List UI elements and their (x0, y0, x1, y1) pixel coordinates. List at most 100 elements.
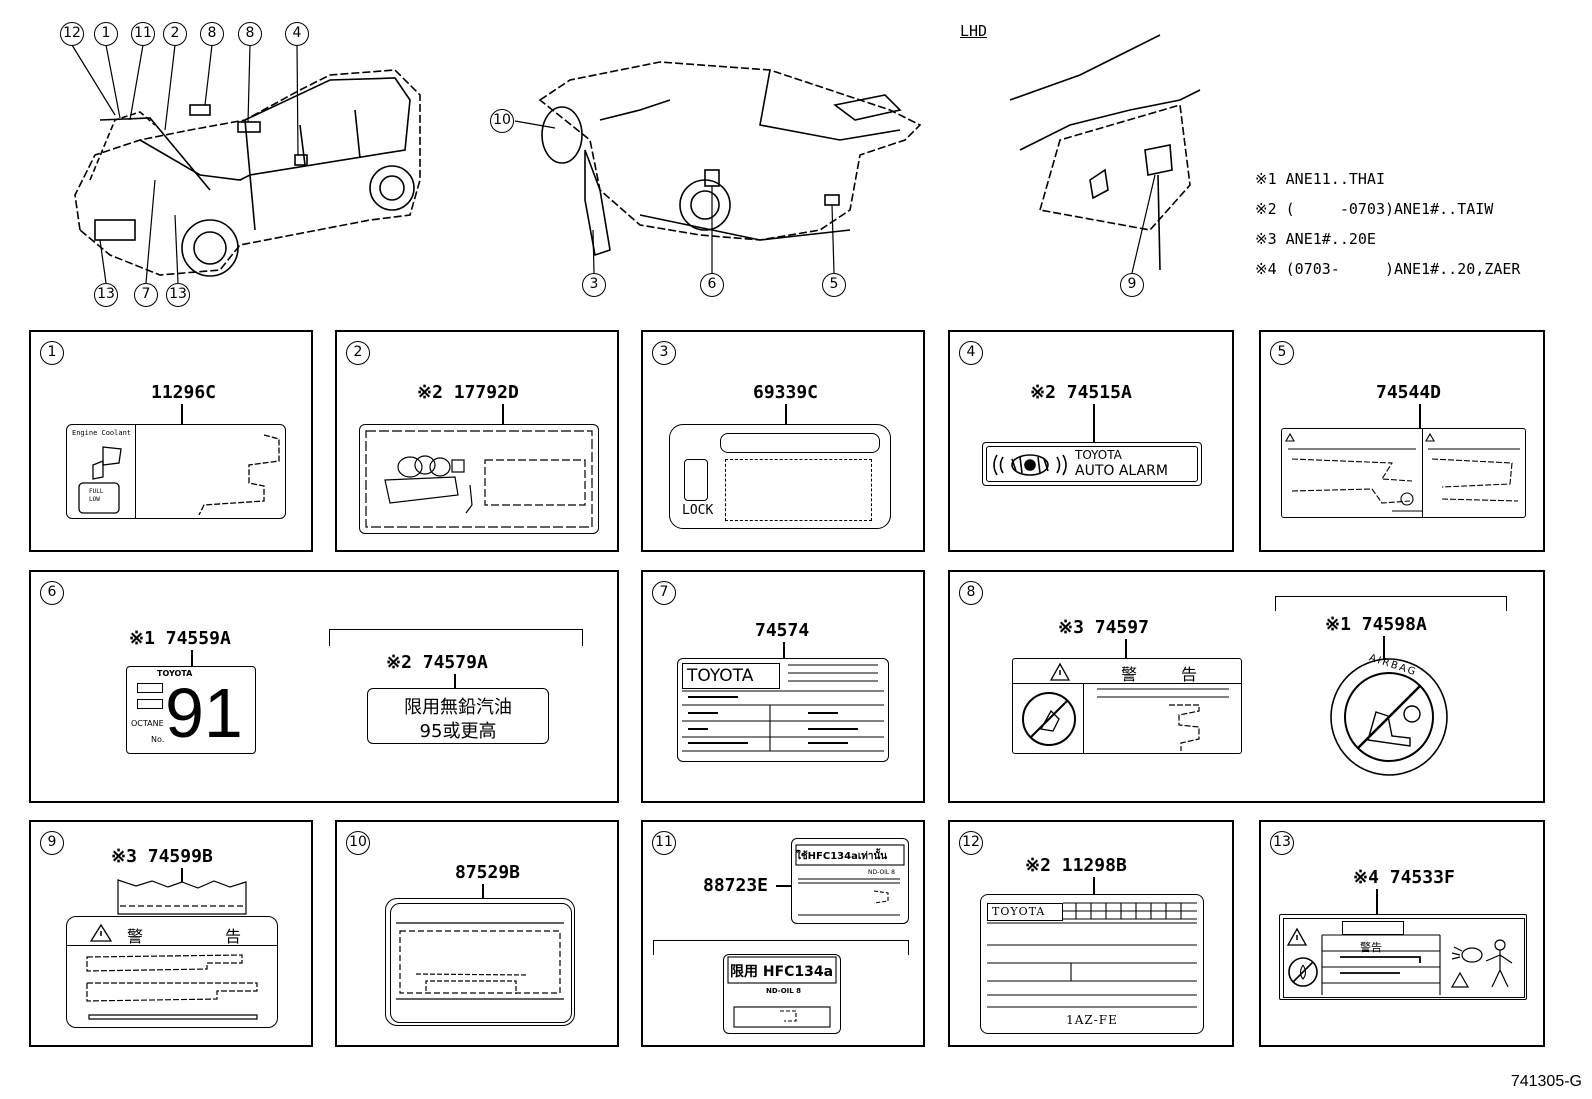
warning-triangle-icon (89, 923, 113, 942)
unleaded-line1: 限用無鉛汽油 (404, 697, 512, 718)
callout-12-top: 12 (60, 22, 84, 46)
child-lock-label: LOCK (669, 424, 891, 529)
panel-2: 2 ※2 17792D (335, 330, 619, 552)
airbag-disc-label (1330, 658, 1448, 776)
airbag-warning-char1: 警 (1121, 665, 1138, 684)
engine-spec-brand-box: TOYOTA (987, 903, 1063, 921)
battery-warning-triangle-icon (1286, 927, 1308, 946)
vehicle-id-brand-box: TOYOTA (682, 663, 780, 689)
thai-refrigerant-oil: ND-OIL 8 (868, 869, 895, 876)
leader-line (181, 868, 183, 882)
coolant-full-mark: FULL (89, 488, 104, 495)
battery-explosion-icon (1450, 939, 1513, 988)
engine-spec-label: TOYOTA 1AZ-FE (980, 894, 1204, 1034)
panel-12-part-number: ※2 11298B (1025, 855, 1127, 876)
variant-bracket (329, 629, 583, 646)
panel-5-number: 5 (1270, 341, 1294, 365)
callout-8-top-a: 8 (200, 22, 224, 46)
panel-1-part-number: 11296C (151, 382, 217, 403)
leader-line (502, 404, 504, 426)
panel-2-part-number: ※2 17792D (417, 382, 519, 403)
vehicle-warning-char1: 警 (127, 927, 144, 946)
engine-spec-brand: TOYOTA (992, 905, 1046, 918)
child-seat-warning-icon (1022, 692, 1076, 746)
tire-jack-label (1281, 428, 1526, 518)
panel-12: 12 ※2 11298B TOYOTA 1AZ-FE (948, 820, 1234, 1047)
leader-line (181, 404, 183, 426)
note-2: ※2 ( -0703)ANE1#..TAIW (1255, 200, 1494, 218)
emission-label (359, 424, 599, 534)
leader-line (1125, 639, 1127, 659)
engine-diagram-icon (365, 430, 593, 528)
panel-12-number: 12 (959, 831, 983, 855)
auto-alarm-label: TOYOTA AUTO ALARM (982, 442, 1202, 486)
airbag-warning-divider (1083, 683, 1085, 753)
octane-no: No. (151, 735, 165, 744)
battery-warning-grid (1321, 934, 1441, 995)
vehicle-warning-label: 警 告 (66, 916, 278, 1028)
panel-8-part-number-a: ※3 74597 (1058, 617, 1149, 638)
callout-4-top: 4 (285, 22, 309, 46)
leader-line (1093, 877, 1095, 895)
unleaded-line2: 95或更高 (419, 721, 497, 742)
chinese-refrigerant-label: 限用 HFC134a ND-OIL 8 (723, 954, 841, 1034)
car-front-view (74, 69, 421, 277)
octane-dash-2 (137, 699, 163, 709)
callout-1-top: 1 (94, 22, 118, 46)
diagram-code: 741305-G (1510, 1073, 1582, 1090)
callout-13-bottom-a: 13 (94, 283, 118, 307)
panel-6-part-number-a: ※1 74559A (129, 628, 231, 649)
panel-2-number: 2 (346, 341, 370, 365)
panel-5-part-number: 74544D (1376, 382, 1442, 403)
panel-6-number: 6 (40, 581, 64, 605)
visor-text-placeholder (396, 922, 564, 1000)
lock-switch-icon (684, 459, 708, 501)
torn-edge-outline (117, 879, 247, 915)
coolant-label-divider (135, 425, 136, 518)
car-rear-interior-view (538, 61, 922, 257)
panel-9-number: 9 (40, 831, 64, 855)
panel-13: 13 ※4 74533F 警告 (1259, 820, 1545, 1047)
coolant-bottle-icon (78, 446, 122, 514)
panel-8-number: 8 (959, 581, 983, 605)
panel-6-part-number-b: ※2 74579A (386, 652, 488, 673)
visor-label (385, 898, 575, 1026)
vehicle-illustrations (71, 34, 1201, 284)
leader-line (783, 642, 785, 658)
leader-line (776, 885, 792, 887)
variant-bracket (1275, 596, 1507, 611)
thai-refrigerant-label: ใช้HFC134aเท่านั้น ND-OIL 8 (791, 838, 909, 924)
panel-11-part-number: 88723E (703, 875, 769, 896)
panel-10-number: 10 (346, 831, 370, 855)
leader-line (1419, 404, 1421, 429)
auto-alarm-inner-border (986, 446, 1198, 482)
battery-warning-inner (1283, 918, 1525, 998)
tire-jack-divider (1422, 429, 1424, 517)
visor-label-inner (390, 903, 572, 1023)
panel-13-number: 13 (1270, 831, 1294, 855)
coolant-label-heading: Engine Coolant (72, 429, 132, 437)
engine-spec-grid (987, 902, 1197, 1008)
panel-10-part-number: 87529B (455, 862, 521, 883)
panel-4-part-number: ※2 74515A (1030, 382, 1132, 403)
auto-alarm-line1: TOYOTA (1075, 448, 1122, 462)
child-lock-text-placeholder (725, 459, 872, 521)
airbag-warning-header (1013, 659, 1241, 684)
panel-7-part-number: 74574 (755, 620, 810, 641)
variant-bracket (653, 940, 909, 955)
panel-8-part-number-b: ※1 74598A (1325, 614, 1427, 635)
callout-11-top: 11 (131, 22, 155, 46)
alarm-wave-icon (993, 454, 1067, 476)
octane-word: OCTANE (131, 719, 164, 728)
panel-10: 10 87529B (335, 820, 619, 1047)
octane-label: TOYOTA OCTANE No. 91 (126, 666, 256, 754)
octane-brand: TOYOTA (157, 669, 193, 678)
panel-4: 4 ※2 74515A TOYOTA AUTO ALARM (948, 330, 1234, 552)
panel-9-part-number: ※3 74599B (111, 846, 213, 867)
engine-model: 1AZ-FE (1066, 1013, 1118, 1027)
callout-6-top: 6 (700, 273, 724, 297)
callout-8-top-b: 8 (238, 22, 262, 46)
panel-9: 9 ※3 74599B 警 告 (29, 820, 313, 1047)
unleaded-fuel-label: 限用無鉛汽油 95或更高 (367, 688, 549, 744)
callout-10-top: 10 (490, 109, 514, 133)
